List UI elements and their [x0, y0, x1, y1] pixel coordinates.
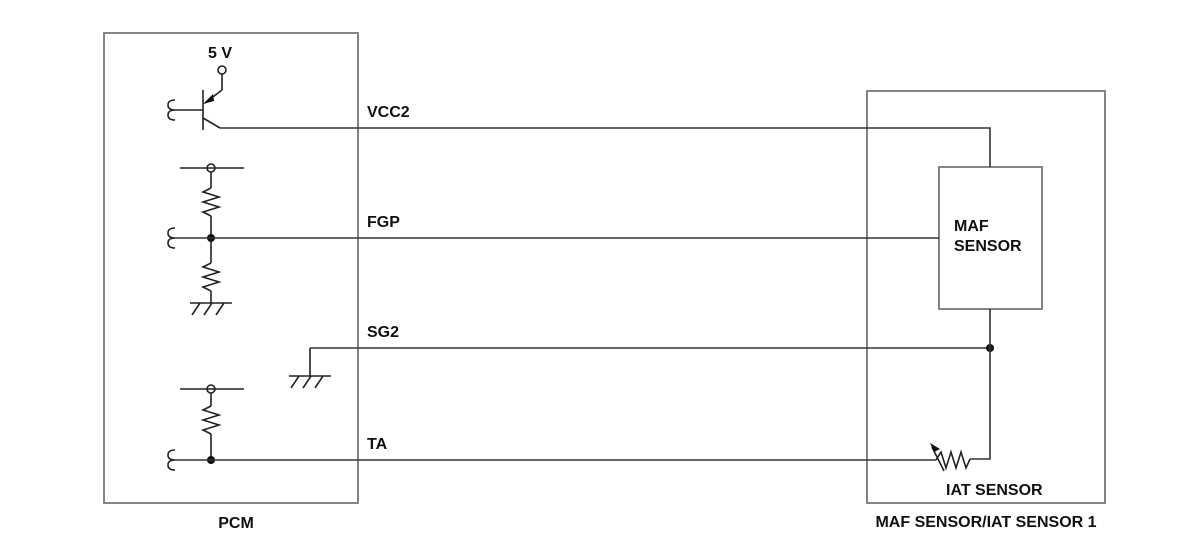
- pcm-label: PCM: [218, 515, 254, 532]
- maf-sensor-label-line2: SENSOR: [954, 238, 1022, 255]
- sg2-label: SG2: [367, 324, 399, 341]
- fgp-resistor-network: [167, 163, 244, 316]
- sensor-module-label: MAF SENSOR/IAT SENSOR 1: [875, 514, 1096, 531]
- vcc2-wire: [220, 127, 991, 167]
- sensor-ground-wire: [970, 309, 991, 460]
- vcc2-label: VCC2: [367, 104, 410, 121]
- pcm-box: [103, 32, 359, 504]
- ta-label: TA: [367, 436, 388, 453]
- supply-voltage-label: 5 V: [208, 45, 232, 62]
- iat-sensor-label: IAT SENSOR: [946, 482, 1043, 499]
- sg2-ground-symbol: [289, 348, 331, 389]
- maf-sensor-label-line1: MAF: [954, 218, 989, 235]
- ta-resistor-network: [167, 384, 244, 471]
- iat-thermistor-symbol: [930, 443, 971, 472]
- fgp-label: FGP: [367, 214, 400, 231]
- sensor-module-box: [866, 90, 1106, 504]
- transistor-symbol: 5 V: [167, 45, 232, 130]
